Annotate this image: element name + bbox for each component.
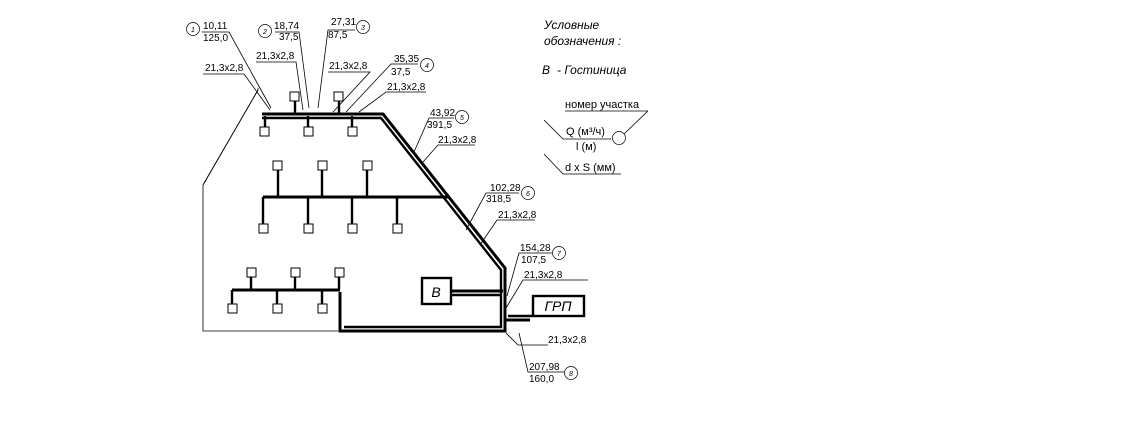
flow-value: 154,28 xyxy=(520,243,551,254)
grp-box xyxy=(531,294,586,318)
length-value: 160,0 xyxy=(529,374,554,385)
section-number-marker xyxy=(186,22,200,36)
diameter-value: 21,3x2,8 xyxy=(329,61,368,72)
consumer-node xyxy=(347,223,358,234)
consumer-node xyxy=(333,91,344,102)
flow-value: 27,31 xyxy=(331,17,356,28)
flow-value: 18,74 xyxy=(274,21,299,32)
section-number: 6 xyxy=(526,191,530,198)
section-number-marker xyxy=(564,366,578,380)
section-3-labels: 3 27,31 87,5 21,3x2,8 xyxy=(328,17,370,72)
consumer-node xyxy=(347,126,358,137)
section-4-labels: 4 35,35 37,5 21,3x2,8 xyxy=(387,54,434,93)
legend-section-number-label: номер участка xyxy=(565,99,640,111)
section-number: 1 xyxy=(191,27,195,34)
hotel-label: В xyxy=(431,284,440,300)
length-value: 318,5 xyxy=(486,194,511,205)
consumer-node xyxy=(303,223,314,234)
section-number: 7 xyxy=(557,251,562,258)
length-value: 37,5 xyxy=(279,32,299,43)
leader-lines xyxy=(202,29,588,373)
section-7-labels: 7 154,28 107,5 21,3x2,8 xyxy=(520,243,566,281)
legend-title: Условные xyxy=(543,18,600,32)
diameter-value: 21,3x2,8 xyxy=(387,82,426,93)
length-value: 107,5 xyxy=(521,255,546,266)
section-number: 5 xyxy=(460,115,464,122)
hotel-box xyxy=(420,276,453,306)
section-number-marker xyxy=(258,24,272,38)
section-number-marker xyxy=(552,246,566,260)
consumer-node xyxy=(290,267,301,278)
flow-value: 10,11 xyxy=(203,21,228,32)
consumer-node xyxy=(246,267,257,278)
legend-section-marker xyxy=(612,131,626,145)
main-pipeline xyxy=(262,112,532,333)
site-outline xyxy=(202,88,338,332)
section-number-marker xyxy=(455,110,469,124)
section-5-labels: 5 43,92 391,5 21,3x2,8 xyxy=(427,108,477,146)
section-number: 8 xyxy=(569,371,573,378)
consumer-node xyxy=(259,126,270,137)
section-number-marker xyxy=(521,186,535,200)
legend-hotel-desc: - Гостиница xyxy=(557,63,627,77)
consumer-node xyxy=(289,91,300,102)
grp-label: ГРП xyxy=(544,298,572,314)
consumer-node xyxy=(317,303,328,314)
legend-flow-label: Q (м³/ч) xyxy=(566,126,605,138)
length-value: 87,5 xyxy=(328,30,348,41)
length-value: 391,5 xyxy=(427,120,452,131)
consumer-node xyxy=(362,160,373,171)
legend-title: обозначения : xyxy=(544,34,621,48)
legend-diameter-label: d x S (мм) xyxy=(565,162,616,174)
flow-value: 35,35 xyxy=(394,54,419,65)
section-number: 3 xyxy=(361,25,365,32)
section-1-labels: 1 10,11 125,0 21,3x2,8 xyxy=(186,21,244,74)
section-6-labels: 6 102,28 318,5 21,3x2,8 xyxy=(486,183,537,221)
diameter-value: 21,3x2,8 xyxy=(524,270,563,281)
section-number-marker xyxy=(420,58,434,72)
legend-length-label: l (м) xyxy=(576,141,596,153)
section-number: 4 xyxy=(425,63,429,70)
consumer-node xyxy=(227,303,238,314)
consumer-node xyxy=(258,223,269,234)
section-8-labels: 8 21,3x2,8 207,98 160,0 xyxy=(529,335,587,385)
legend: Условные обозначения : В - Гостиница ном… xyxy=(542,18,649,175)
flow-value: 43,92 xyxy=(430,108,455,119)
section-number-marker xyxy=(356,20,370,34)
diameter-value: 21,3x2,8 xyxy=(438,135,477,146)
legend-hotel-symbol: В xyxy=(542,63,550,77)
section-2-labels: 2 18,74 37,5 21,3x2,8 xyxy=(256,21,299,62)
flow-value: 207,98 xyxy=(529,362,560,373)
consumer-node xyxy=(334,267,345,278)
site-outline-left-top xyxy=(202,89,259,186)
consumer-node xyxy=(272,303,283,314)
diameter-value: 21,3x2,8 xyxy=(205,63,244,74)
length-value: 37,5 xyxy=(391,67,411,78)
lower-branch-group xyxy=(227,267,345,314)
diameter-value: 21,3x2,8 xyxy=(256,51,295,62)
diameter-value: 21,3x2,8 xyxy=(548,335,587,346)
consumer-node xyxy=(303,126,314,137)
consumer-node xyxy=(317,160,328,171)
section-number: 2 xyxy=(262,29,267,36)
consumer-node xyxy=(392,223,403,234)
top-branch-group xyxy=(259,91,358,137)
diameter-value: 21,3x2,8 xyxy=(498,210,537,221)
consumer-node xyxy=(272,160,283,171)
flow-value: 102,28 xyxy=(490,183,521,194)
length-value: 125,0 xyxy=(203,33,228,44)
middle-branch-group xyxy=(258,160,449,234)
